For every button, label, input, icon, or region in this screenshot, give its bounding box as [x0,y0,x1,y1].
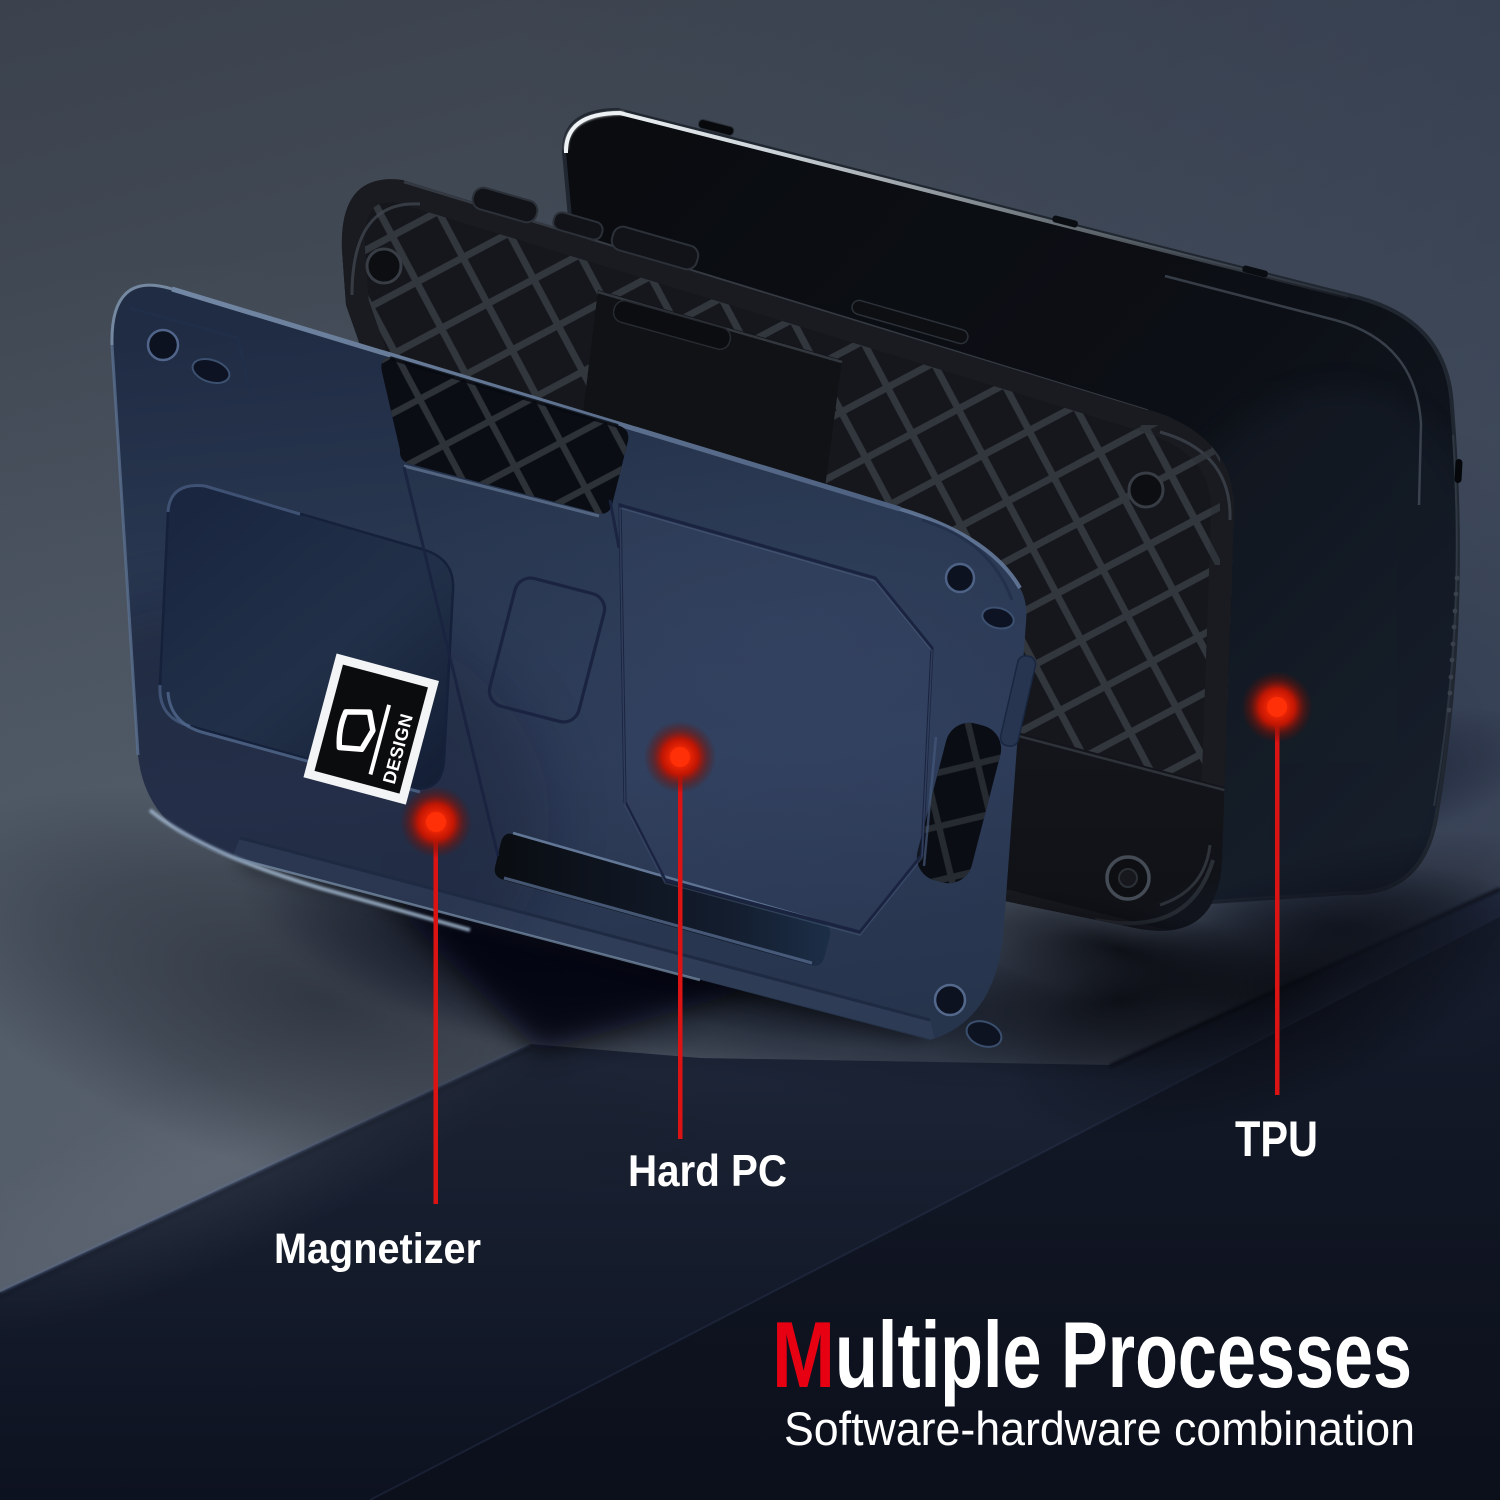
svg-text:Magnetizer: Magnetizer [274,1225,481,1273]
svg-text:Hard PC: Hard PC [628,1147,787,1196]
svg-text:TPU: TPU [1235,1111,1318,1167]
svg-text:Software-hardware combination: Software-hardware combination [784,1402,1415,1455]
svg-text:Multiple Processes: Multiple Processes [772,1302,1412,1407]
